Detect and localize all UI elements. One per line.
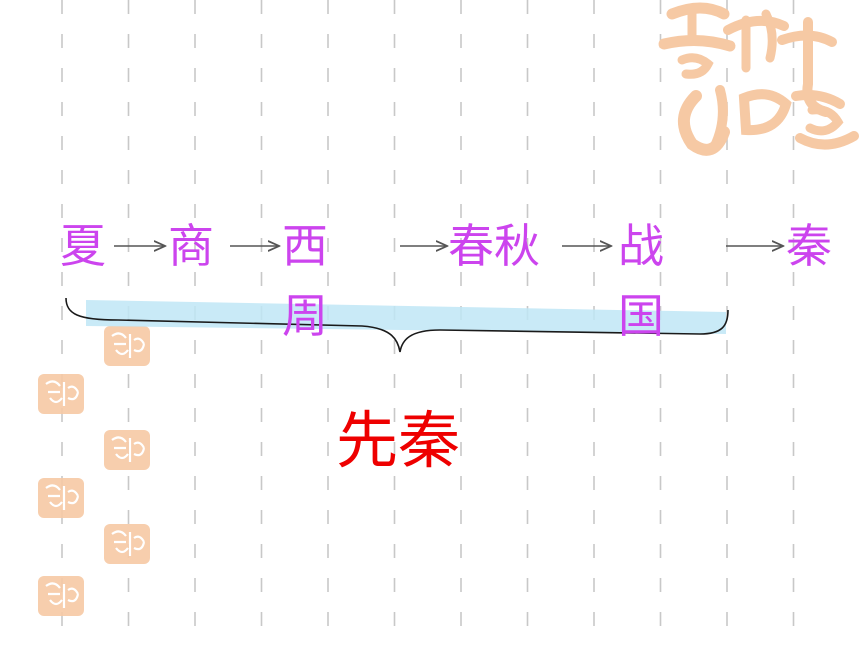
grouping-brace [65, 297, 729, 353]
dynasty-western-zhou: 西 周 [282, 219, 343, 343]
dynasty-warring-states: 战 国 [618, 219, 679, 343]
dynasty-qin: 秦 [786, 219, 832, 273]
summary-label-pre-qin: 先秦 [336, 404, 460, 477]
dynasty-xia: 夏 [60, 219, 106, 273]
auspicious-seal-large-icon [658, 2, 859, 156]
dynasty-spring-autumn: 春秋 [448, 219, 540, 273]
dynasty-shang: 商 [168, 219, 214, 273]
auspicious-seal-small-icon [36, 324, 152, 618]
timeline-highlight-bar [86, 300, 726, 334]
